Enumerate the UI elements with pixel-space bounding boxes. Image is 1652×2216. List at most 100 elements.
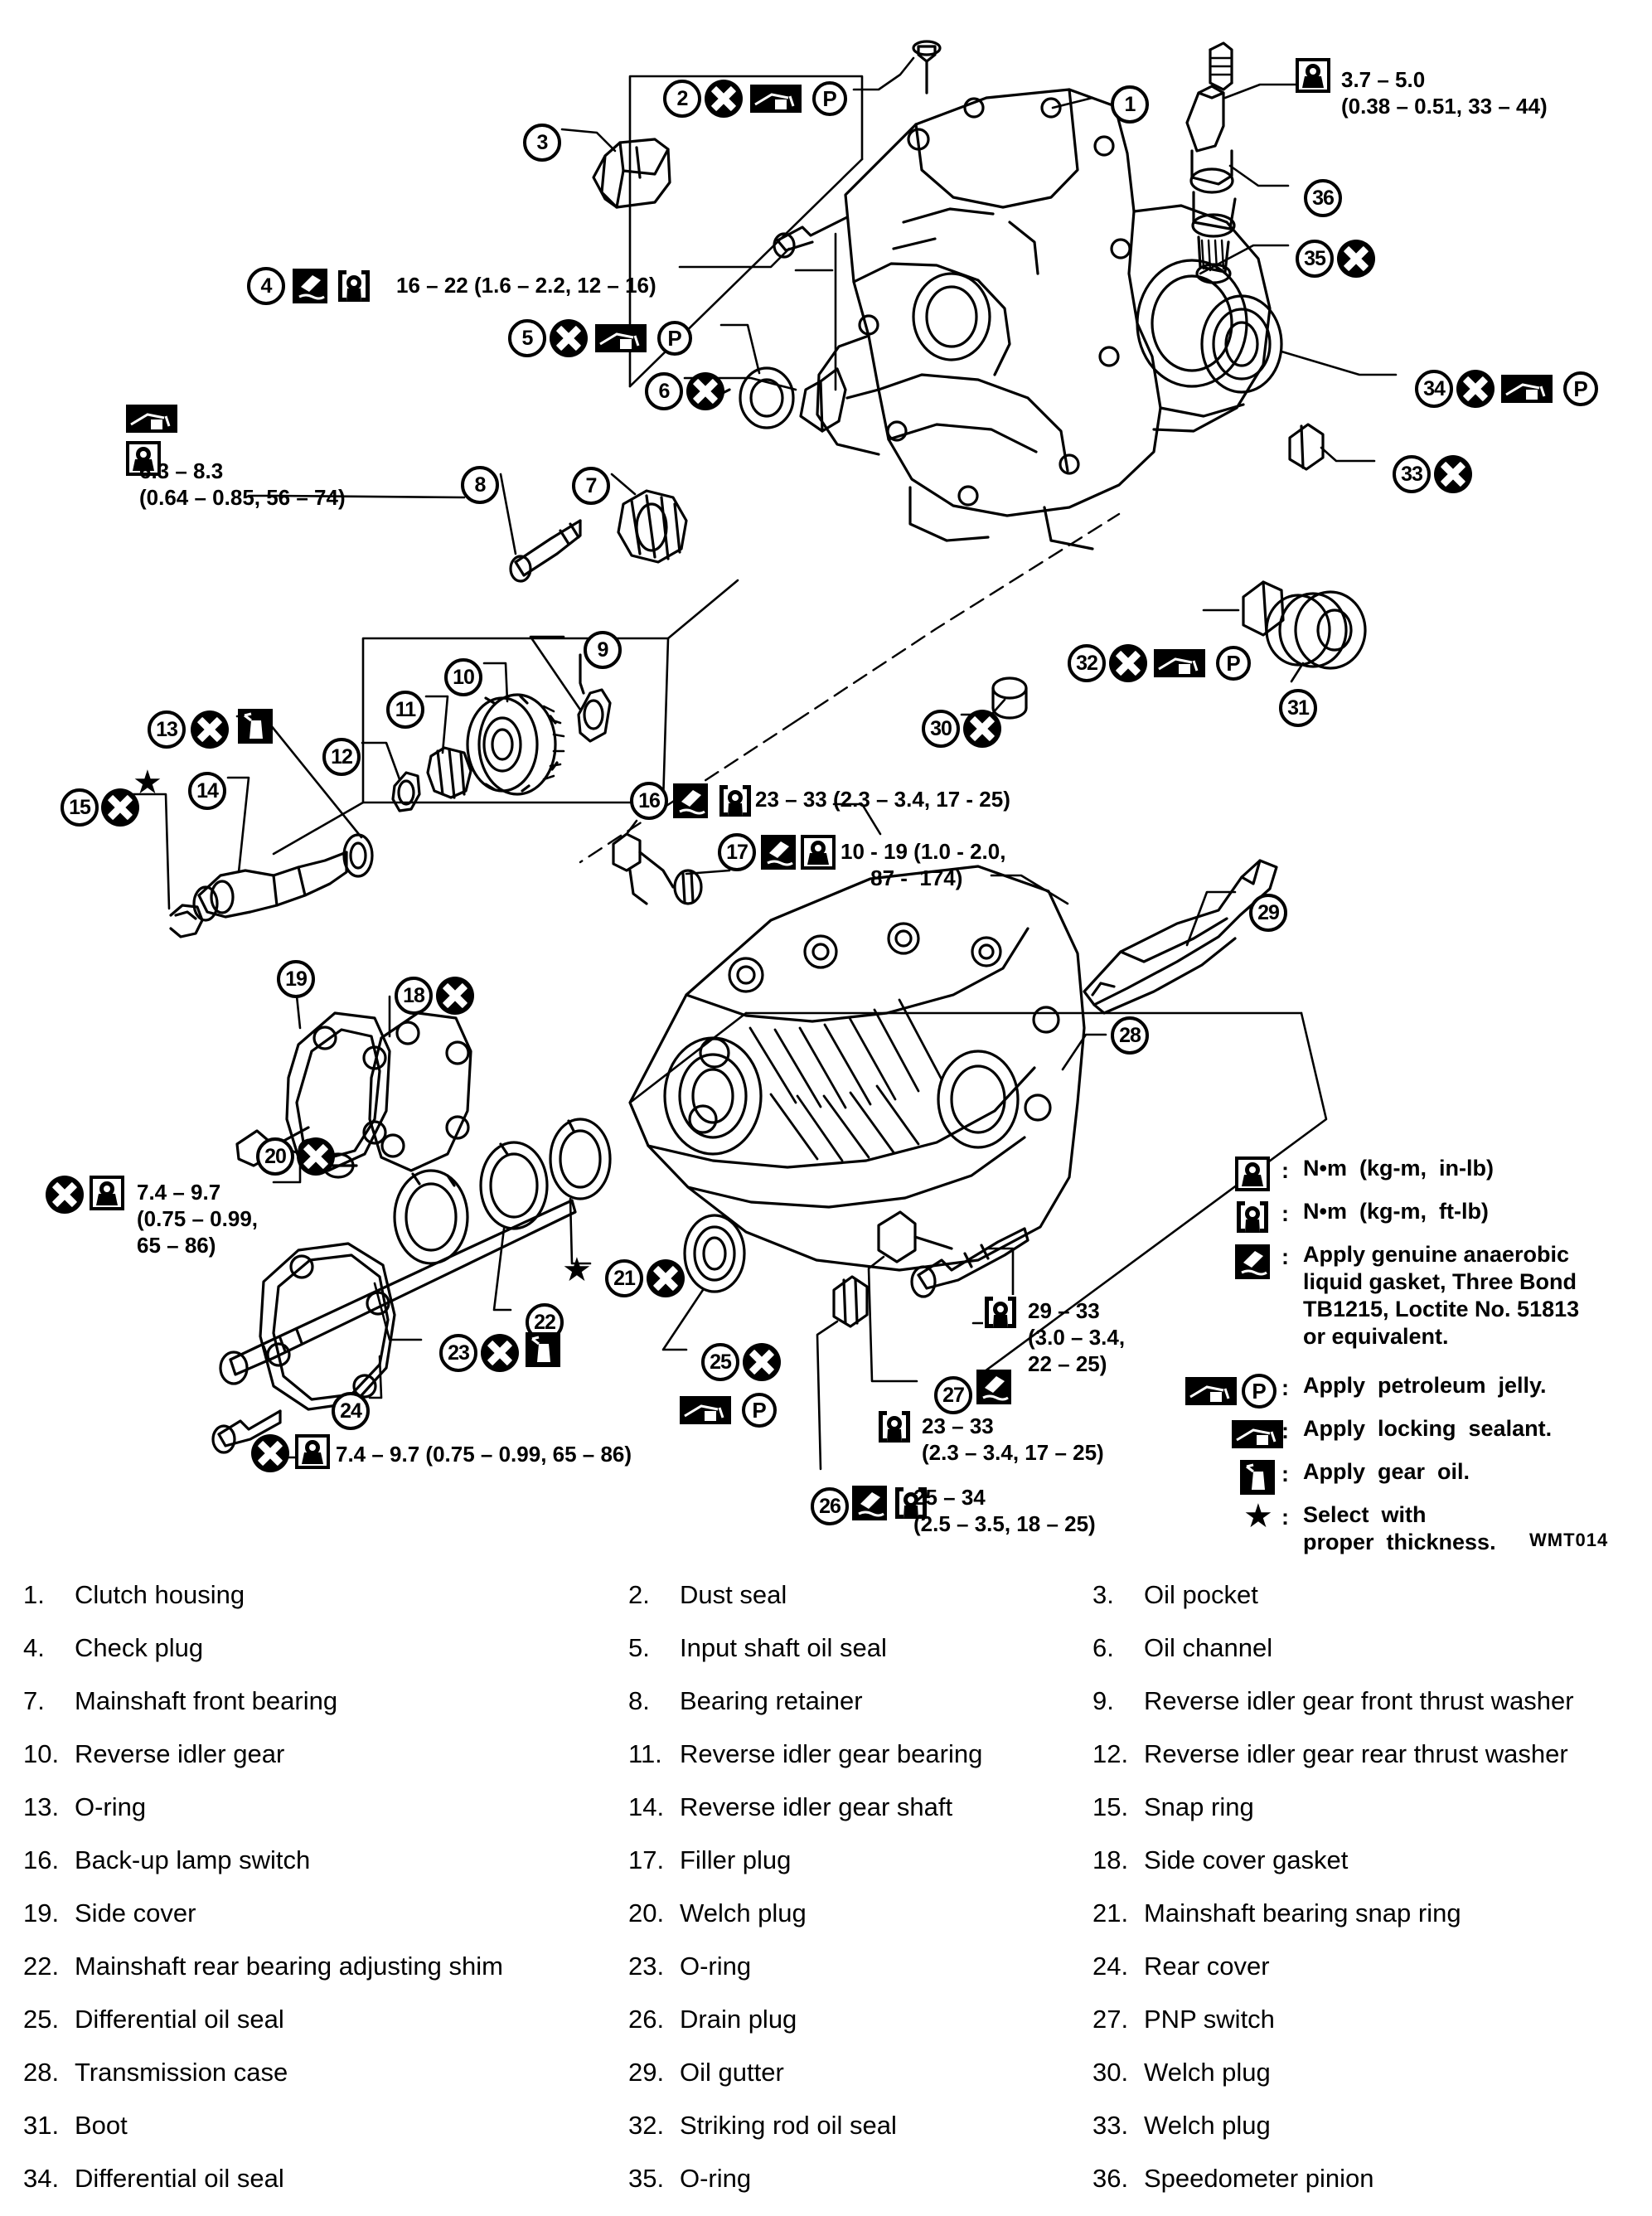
select-thickness-star-15: ★	[133, 764, 162, 802]
part-entry-20: 20.Welch plug	[628, 1898, 1092, 1928]
balloon-23[interactable]: 23	[439, 1334, 477, 1372]
part-name: Clutch housing	[75, 1580, 245, 1609]
part-number: 11.	[628, 1739, 662, 1768]
balloon-3[interactable]: 3	[523, 124, 561, 162]
balloon-5[interactable]: 5	[508, 319, 546, 357]
parts-row: 19.Side cover 20.Welch plug 21.Mainshaft…	[0, 1898, 1652, 1951]
balloon-15[interactable]: 15	[61, 788, 99, 827]
balloon-34[interactable]: 34	[1415, 370, 1453, 408]
torque-inlb-icon-36	[1296, 58, 1330, 93]
replace-part-icon-34	[1456, 370, 1495, 408]
balloon-14[interactable]: 14	[188, 772, 226, 810]
balloon-27[interactable]: 27	[934, 1376, 972, 1414]
part-name: Boot	[75, 2111, 128, 2140]
part-number: 16.	[23, 1845, 60, 1874]
balloon-26[interactable]: 26	[811, 1487, 849, 1525]
balloon-8[interactable]: 8	[461, 466, 499, 504]
part-number: 23.	[628, 1952, 665, 1981]
part-number: 22.	[23, 1952, 60, 1981]
torque-inlb-icon-rearcover	[295, 1434, 330, 1469]
balloon-33[interactable]: 33	[1393, 455, 1431, 493]
legend-colon: :	[1281, 1418, 1289, 1443]
balloon-7[interactable]: 7	[572, 467, 610, 505]
part-number: 18.	[1092, 1845, 1129, 1874]
balloon-21[interactable]: 21	[605, 1259, 643, 1297]
part-name: PNP switch	[1144, 2005, 1275, 2034]
balloon-1[interactable]: 1	[1111, 85, 1149, 124]
part-number: 14.	[628, 1792, 665, 1821]
balloon-16[interactable]: 16	[630, 782, 668, 820]
part-number: 10.	[23, 1739, 60, 1768]
balloon-19[interactable]: 19	[277, 960, 315, 998]
balloon-32[interactable]: 32	[1068, 644, 1106, 682]
balloon-9[interactable]: 9	[584, 631, 622, 669]
replace-part-icon-30	[963, 710, 1001, 748]
part-name: Welch plug	[1144, 2111, 1271, 2140]
torque-ftlb-icon-26	[894, 1486, 928, 1520]
balloon-18[interactable]: 18	[395, 977, 433, 1015]
part-entry-29: 29.Oil gutter	[628, 2057, 1092, 2088]
torque-note-rear-cover: 7.4 – 9.7 (0.75 – 0.99, 65 – 86)	[336, 1442, 632, 1467]
torque-note-pnp-switch: 23 – 33 (2.3 – 3.4, 17 – 25)	[922, 1413, 1104, 1466]
legend-text-petroleum-jelly: Apply petroleum jelly.	[1303, 1373, 1547, 1398]
part-entry-8: 8.Bearing retainer	[628, 1685, 1092, 1716]
balloon-6[interactable]: 6	[645, 372, 683, 410]
part-entry-7: 7.Mainshaft front bearing	[0, 1685, 628, 1716]
parts-list: 1.Clutch housing 2.Dust seal 3.Oil pocke…	[0, 1579, 1652, 2216]
replace-part-icon-20	[297, 1137, 335, 1176]
balloon-20[interactable]: 20	[256, 1137, 294, 1176]
parts-row: 34.Differential oil seal 35.O-ring 36.Sp…	[0, 2163, 1652, 2216]
legend: : N•m (kg-m, in-lb) : N•m (kg-m, ft-lb) …	[1185, 1156, 1641, 1574]
legend-row-gear-oil: : Apply gear oil.	[1227, 1459, 1641, 1498]
torque-ftlb-icon	[1235, 1200, 1270, 1234]
part-entry-17: 17.Filler plug	[628, 1845, 1092, 1875]
balloon-36[interactable]: 36	[1304, 179, 1342, 217]
torque-note-check-plug: 16 – 22 (1.6 – 2.2, 12 – 16)	[396, 273, 656, 298]
balloon-30[interactable]: 30	[922, 710, 960, 748]
part-entry-3: 3.Oil pocket	[1092, 1579, 1640, 1610]
parts-row: 7.Mainshaft front bearing 8.Bearing reta…	[0, 1685, 1652, 1738]
balloon-4[interactable]: 4	[247, 267, 285, 305]
parts-row: 31.Boot 32.Striking rod oil seal 33.Welc…	[0, 2110, 1652, 2163]
part-name: O-ring	[680, 2164, 752, 2193]
part-entry-15: 15.Snap ring	[1092, 1792, 1640, 1822]
balloon-12[interactable]: 12	[322, 738, 361, 776]
star-icon: ★	[1243, 1497, 1273, 1535]
balloon-28[interactable]: 28	[1111, 1016, 1149, 1055]
legend-text-torque-ftlb: N•m (kg-m, ft-lb)	[1303, 1199, 1489, 1224]
balloon-10[interactable]: 10	[444, 658, 482, 696]
part-number: 32.	[628, 2111, 665, 2140]
balloon-11[interactable]: 11	[386, 691, 424, 729]
balloon-35[interactable]: 35	[1296, 240, 1334, 278]
part-entry-4: 4.Check plug	[0, 1632, 628, 1663]
part-entry-31: 31.Boot	[0, 2110, 628, 2141]
balloon-29[interactable]: 29	[1249, 894, 1287, 932]
part-name: O-ring	[680, 1952, 752, 1981]
parts-row: 16.Back-up lamp switch 17.Filler plug 18…	[0, 1845, 1652, 1898]
balloon-31[interactable]: 31	[1279, 689, 1317, 727]
balloon-13[interactable]: 13	[148, 710, 186, 749]
locking-sealant-icon-retainer	[126, 405, 177, 433]
balloon-25[interactable]: 25	[701, 1343, 739, 1381]
part-number: 12.	[1092, 1739, 1129, 1768]
part-name: Dust seal	[680, 1580, 787, 1609]
part-name: Side cover	[75, 1898, 196, 1927]
part-number: 19.	[23, 1898, 60, 1927]
balloon-17[interactable]: 17	[718, 833, 756, 871]
torque-note-side-cover: 7.4 – 9.7 (0.75 – 0.99, 65 – 86)	[137, 1180, 258, 1258]
part-number: 24.	[1092, 1952, 1129, 1981]
part-name: Reverse idler gear	[75, 1739, 285, 1768]
balloon-2[interactable]: 2	[663, 80, 701, 118]
torque-note-backup-lamp: 23 – 33 (2.3 – 3.4, 17 - 25)	[755, 787, 1010, 812]
part-number: 34.	[23, 2164, 60, 2193]
part-entry-36: 36.Speedometer pinion	[1092, 2163, 1640, 2194]
balloon-24[interactable]: 24	[332, 1392, 370, 1430]
petroleum-jelly-icon-34: P	[1563, 371, 1598, 406]
liquid-gasket-icon-26	[852, 1486, 887, 1520]
locking-sealant-icon-34	[1501, 375, 1553, 403]
part-entry-25: 25.Differential oil seal	[0, 2004, 628, 2034]
legend-text-select-thickness: Select with proper thickness.	[1303, 1502, 1496, 1554]
legend-text-locking-sealant: Apply locking sealant.	[1303, 1416, 1553, 1441]
petroleum-jelly-icon-5: P	[657, 321, 692, 356]
